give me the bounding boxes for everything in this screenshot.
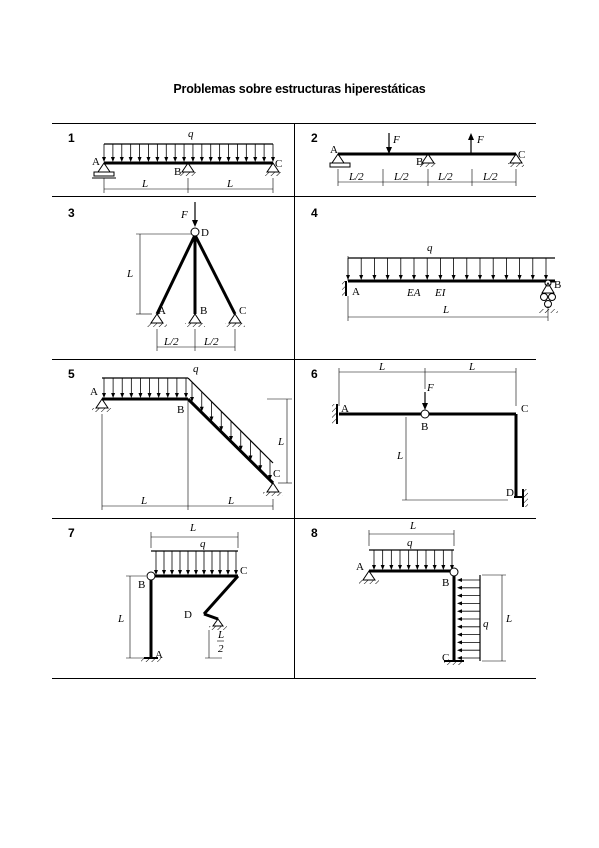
label-F: F — [426, 382, 434, 394]
problem-2-diagram: A B C F F L/2 L/2 L/2 L/2 — [329, 133, 525, 186]
label-C: C — [275, 158, 282, 170]
label-L: L — [396, 450, 403, 462]
problem-8-diagram: L q A B C q L — [356, 520, 512, 665]
problem-3-diagram: F D A B C L L/2 L/2 — [126, 202, 246, 351]
label-L2: L/2 — [482, 171, 498, 183]
label-L: L — [140, 495, 147, 507]
label-F: F — [392, 134, 400, 146]
label-A: A — [341, 403, 349, 415]
problem-number: 1 — [68, 131, 75, 145]
label-L: L — [409, 520, 416, 532]
label-B: B — [177, 404, 184, 416]
label-F: F — [476, 134, 484, 146]
roller-support — [541, 282, 555, 294]
label-C: C — [518, 149, 525, 161]
problem-number: 7 — [68, 526, 75, 540]
label-D: D — [506, 487, 514, 499]
inclined-beam — [186, 397, 275, 485]
problem-6-diagram: F A B C D L L L — [332, 361, 528, 507]
label-L2: L/2 — [437, 171, 453, 183]
label-L-numerator: L — [217, 629, 224, 641]
label-q: q — [407, 537, 413, 549]
label-A: A — [158, 305, 166, 317]
hinge-B — [420, 409, 430, 419]
label-L2: L/2 — [348, 171, 364, 183]
problem-1-diagram: q A B C L L — [92, 128, 282, 193]
problem-number: 8 — [311, 526, 318, 540]
label-B: B — [174, 166, 181, 178]
pin-support — [266, 482, 280, 493]
label-B: B — [200, 305, 207, 317]
label-L: L — [505, 613, 512, 625]
inclined-bar — [202, 574, 240, 616]
label-A: A — [352, 286, 360, 298]
label-C: C — [240, 565, 247, 577]
label-D: D — [184, 609, 192, 621]
label-B: B — [138, 579, 145, 591]
problem-number: 3 — [68, 206, 75, 220]
label-L: L — [226, 178, 233, 190]
label-C: C — [442, 652, 449, 664]
distributed-load — [102, 378, 272, 480]
problem-5-diagram: q A B C L L L — [90, 363, 292, 510]
label-B: B — [554, 279, 561, 291]
label-L2: L/2 — [393, 171, 409, 183]
label-F: F — [180, 209, 188, 221]
label-L: L — [277, 436, 284, 448]
label-EI: EI — [434, 287, 447, 299]
label-q: q — [188, 128, 194, 140]
problem-number: 5 — [68, 367, 75, 381]
problem-4-diagram: q A B EA EI L — [342, 242, 561, 321]
label-D: D — [201, 227, 209, 239]
problem-number: 2 — [311, 131, 318, 145]
label-L2: L/2 — [203, 336, 219, 348]
label-A: A — [92, 156, 100, 168]
label-L: L — [442, 304, 449, 316]
hinge-D — [190, 227, 200, 237]
page-title: Problemas sobre estructuras hiperestátic… — [173, 82, 426, 96]
label-A: A — [356, 561, 364, 573]
label-A: A — [155, 649, 163, 661]
problems-grid: 1 2 3 4 5 6 7 8 q A B C L L — [52, 123, 561, 679]
bar-AD — [155, 234, 197, 315]
label-q: q — [483, 618, 489, 630]
label-L: L — [126, 268, 133, 280]
label-L: L — [189, 522, 196, 534]
label-EA: EA — [406, 287, 421, 299]
label-q: q — [200, 538, 206, 550]
problem-number: 6 — [311, 367, 318, 381]
hinge-B — [449, 567, 459, 577]
label-L2: L/2 — [163, 336, 179, 348]
label-B: B — [442, 577, 449, 589]
label-L: L — [227, 495, 234, 507]
problem-number: 4 — [311, 206, 318, 220]
distributed-load — [372, 550, 480, 660]
label-B: B — [421, 421, 428, 433]
grid-divider — [294, 123, 295, 679]
label-q: q — [193, 363, 199, 375]
distributed-load — [346, 258, 548, 280]
label-L: L — [378, 361, 385, 373]
pin-support — [212, 618, 224, 627]
problem-7-diagram: L q B C D A L L 2 — [117, 522, 247, 662]
distributed-load — [102, 144, 275, 162]
label-C: C — [521, 403, 528, 415]
distributed-load — [154, 551, 238, 575]
label-A: A — [330, 144, 338, 156]
bar-CD — [193, 234, 237, 315]
label-L: L — [117, 613, 124, 625]
label-L: L — [468, 361, 475, 373]
label-L: L — [141, 178, 148, 190]
label-C: C — [239, 305, 246, 317]
label-A: A — [90, 386, 98, 398]
hinge-B — [146, 571, 156, 581]
label-q: q — [427, 242, 433, 254]
label-L-denominator: 2 — [218, 643, 224, 655]
label-C: C — [273, 468, 280, 480]
label-B: B — [416, 156, 423, 168]
